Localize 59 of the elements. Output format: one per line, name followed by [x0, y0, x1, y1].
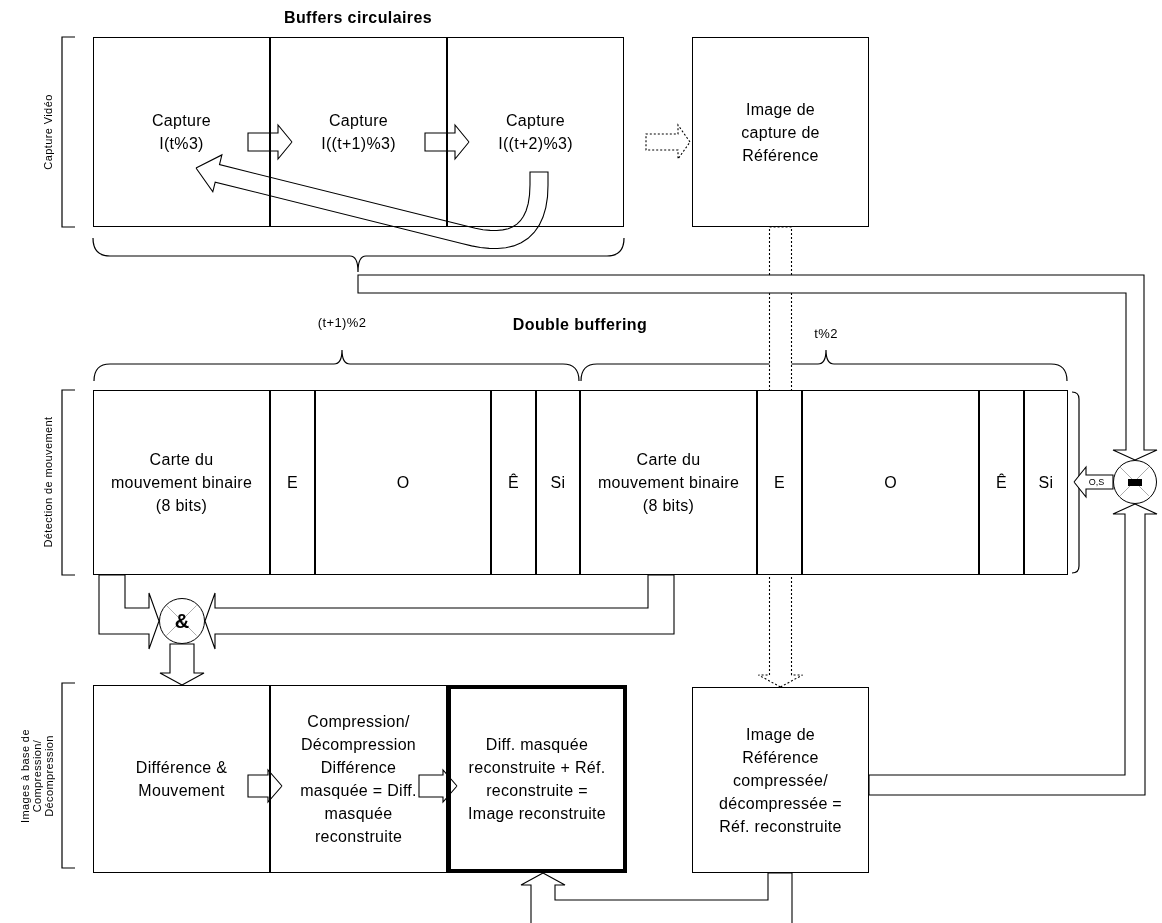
operator-circle — [1113, 460, 1157, 504]
result-box — [447, 685, 627, 873]
node-text: Capture I((t+2)%3) — [497, 111, 574, 154]
node-text: Ê — [508, 472, 519, 493]
process-box — [692, 37, 869, 227]
node-text: Si — [1038, 473, 1054, 493]
node-text: & — [174, 609, 190, 633]
block-arrow — [247, 768, 283, 804]
buffer-cell — [491, 390, 536, 575]
buffer-cell — [802, 390, 979, 575]
block-arrow — [204, 574, 675, 650]
node-text: Diff. masquée reconstruite + Réf. reconstruite = Image reconstruite — [467, 735, 607, 824]
side-label: Capture Vidéo — [41, 94, 55, 170]
buffer-cell — [93, 390, 270, 575]
group-title: Double buffering — [512, 316, 648, 334]
buffer-cell — [447, 37, 624, 227]
buffer-cell — [580, 390, 757, 575]
block-arrow — [868, 503, 1158, 796]
brace-label: t%2 — [814, 326, 838, 342]
node-text: Ê — [996, 472, 1007, 493]
node-text: E — [774, 473, 785, 493]
buffer-cell — [270, 37, 447, 227]
node-text: Carte du mouvement binaire (8 bits) — [596, 450, 741, 516]
block-arrow — [195, 153, 549, 250]
buffer-cell — [270, 390, 315, 575]
buffer-cell — [536, 390, 580, 575]
node-text: O — [884, 473, 897, 493]
block-arrow — [98, 574, 160, 650]
node-text: Capture I(t%3) — [151, 111, 212, 154]
node-text: Différence & Mouvement — [134, 758, 229, 801]
block-arrow — [520, 872, 793, 923]
process-box — [93, 685, 270, 873]
process-box — [270, 685, 447, 873]
block-arrow — [424, 123, 470, 161]
side-label: Détection de mouvement — [41, 416, 55, 548]
node-text: O — [396, 473, 410, 493]
node-text: Si — [550, 473, 566, 493]
node-text: Image de capture de Référence — [740, 99, 821, 166]
node-text: Image de Référence compressée/ décompressée = Réf. reconstruite — [718, 724, 843, 837]
group-title: Buffers circulaires — [283, 9, 433, 27]
buffer-cell — [315, 390, 491, 575]
node-text: Capture I((t+1)%3) — [320, 111, 397, 154]
side-label: Images à base de Compression/ Décompression — [18, 728, 56, 825]
node-text: Carte du mouvement binaire (8 bits) — [109, 450, 254, 516]
node-text: E — [287, 473, 298, 493]
block-arrow — [645, 123, 691, 161]
buffer-cell — [979, 390, 1024, 575]
block-arrow — [159, 643, 205, 686]
block-arrow — [357, 274, 1158, 461]
operator-circle — [159, 598, 205, 644]
process-box — [692, 687, 869, 873]
edge-label: O,S — [1087, 477, 1106, 487]
buffer-cell — [1024, 390, 1068, 575]
buffer-cell — [757, 390, 802, 575]
block-arrow — [247, 123, 293, 161]
node-text: Compression/ Décompression Différence masquée = Diff. masquée reconstruite — [299, 712, 418, 847]
buffer-cell — [93, 37, 270, 227]
block-arrow — [418, 768, 458, 804]
brace-label: (t+1)%2 — [317, 315, 367, 331]
